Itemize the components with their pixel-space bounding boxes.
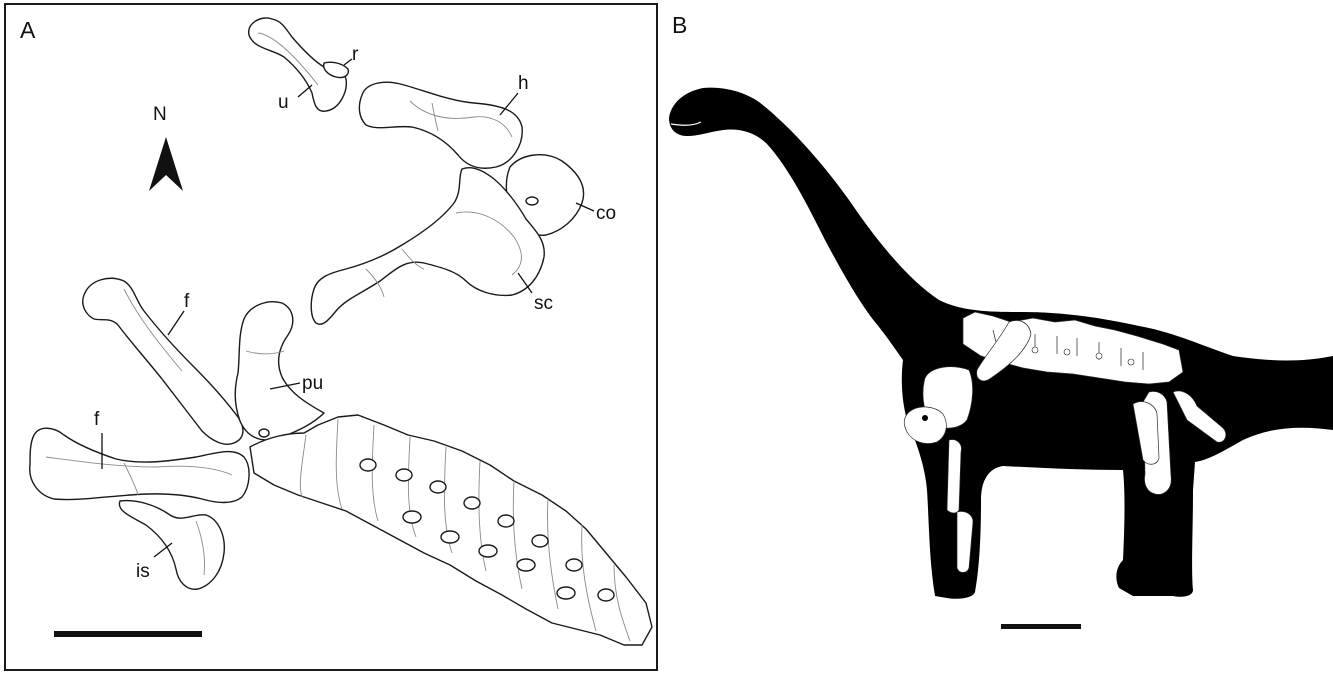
femur-lower-seam-2 (123, 462, 139, 496)
scapula-seam (455, 211, 522, 276)
humerus-label: h (518, 73, 529, 94)
pubis-bone (234, 301, 325, 441)
scapula-label: sc (534, 293, 553, 314)
radius-label: r (352, 44, 359, 65)
pubis-leader (269, 382, 301, 390)
pubis-label: pu (302, 373, 323, 394)
femur-lower-seam (45, 456, 233, 476)
ulna-leader (297, 84, 313, 98)
panel-a-bone-map: A N (4, 3, 658, 671)
quarry-map-drawing: N (29, 17, 653, 646)
vertebral-column (249, 414, 653, 646)
panel-a-scale-bar (54, 631, 202, 637)
sauropod-silhouette-drawing (669, 87, 1333, 629)
ischium-bone (118, 499, 225, 590)
coracoid-leader (575, 202, 595, 212)
scapula-seam-3 (401, 248, 425, 270)
femur-upper-bone (82, 277, 244, 445)
panel-b-letter: B (672, 12, 688, 38)
femur-upper-label: f (184, 291, 190, 312)
scapula-leader (517, 272, 533, 294)
mouth-line (670, 121, 702, 126)
pubis-foramen (258, 428, 270, 438)
panel-b-skeletal-reconstruction: B (663, 0, 1333, 677)
ischium-label: is (136, 561, 150, 582)
humerus-leader (499, 92, 519, 116)
radius-leader (343, 58, 353, 66)
ischium-seam (195, 520, 205, 576)
femur-lower-bone (29, 427, 250, 504)
preserved-bones (903, 311, 1227, 573)
ulna-label: u (278, 92, 289, 113)
ischium-leader (153, 542, 173, 558)
panel-b-scale-bar (1001, 624, 1081, 629)
femur-lower-label: f (94, 409, 100, 430)
femur-upper-seam (123, 288, 183, 372)
humerus-seam-2 (431, 102, 439, 132)
ulna-bone (248, 17, 347, 112)
panel-a-letter: A (20, 17, 36, 43)
coracoid-label: co (596, 203, 616, 224)
north-label: N (153, 104, 167, 125)
radius-bone (322, 61, 350, 79)
scapula-bone (310, 167, 545, 325)
coracoid-foramen (525, 196, 539, 206)
humerus-bone (358, 81, 523, 169)
femur-upper-leader (167, 310, 185, 336)
north-arrow-icon (149, 137, 183, 191)
scapula-seam-2 (365, 268, 385, 298)
pubis-seam (245, 350, 285, 355)
ulna-seam (257, 32, 319, 86)
humerus-seam (409, 100, 513, 138)
